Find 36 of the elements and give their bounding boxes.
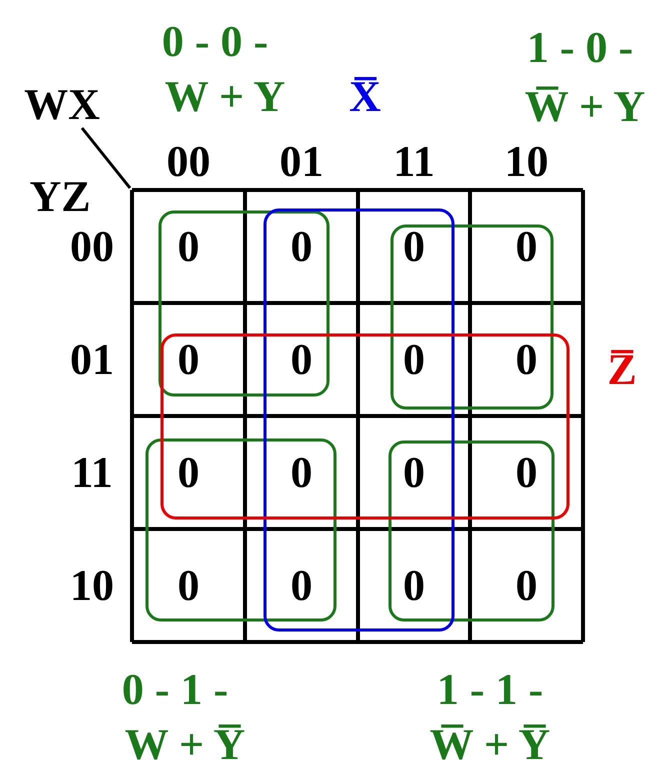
term-label: X̅ bbox=[349, 75, 381, 119]
row-header: 01 bbox=[70, 338, 114, 382]
cell-value: 0 bbox=[403, 338, 425, 382]
term-label: 1 - 1 - bbox=[436, 668, 544, 712]
variable-label: YZ bbox=[29, 175, 91, 219]
term-label: 1 - 0 - bbox=[526, 26, 634, 70]
row-header: 10 bbox=[70, 564, 114, 608]
term-label: 0 - 1 - bbox=[122, 668, 228, 712]
term-label: W̅ + Y̅ bbox=[430, 723, 550, 767]
cell-value: 0 bbox=[516, 450, 538, 494]
cell-value: 0 bbox=[178, 224, 200, 268]
cell-value: 0 bbox=[403, 564, 425, 608]
variable-label: WX bbox=[24, 83, 100, 127]
cell-value: 0 bbox=[516, 224, 538, 268]
cell-value: 0 bbox=[290, 224, 312, 268]
cell-value: 0 bbox=[290, 450, 312, 494]
cell-value: 0 bbox=[516, 338, 538, 382]
cell-value: 0 bbox=[290, 338, 312, 382]
cell-value: 0 bbox=[178, 450, 200, 494]
term-label: Z̅ bbox=[607, 348, 637, 392]
column-header: 11 bbox=[393, 140, 435, 184]
cell-value: 0 bbox=[516, 564, 538, 608]
column-header: 01 bbox=[280, 140, 324, 184]
term-label: 0 - 0 - bbox=[162, 20, 268, 64]
column-header: 10 bbox=[504, 140, 548, 184]
row-header: 11 bbox=[71, 450, 113, 494]
cell-value: 0 bbox=[403, 450, 425, 494]
term-label: W̅ + Y bbox=[524, 85, 646, 129]
cell-value: 0 bbox=[403, 224, 425, 268]
row-header: 00 bbox=[70, 224, 114, 268]
cell-value: 0 bbox=[178, 338, 200, 382]
term-label: W + Y bbox=[164, 75, 286, 119]
cell-value: 0 bbox=[290, 564, 312, 608]
term-label: W + Y̅ bbox=[124, 723, 246, 767]
column-header: 00 bbox=[166, 140, 210, 184]
cell-value: 0 bbox=[178, 564, 200, 608]
